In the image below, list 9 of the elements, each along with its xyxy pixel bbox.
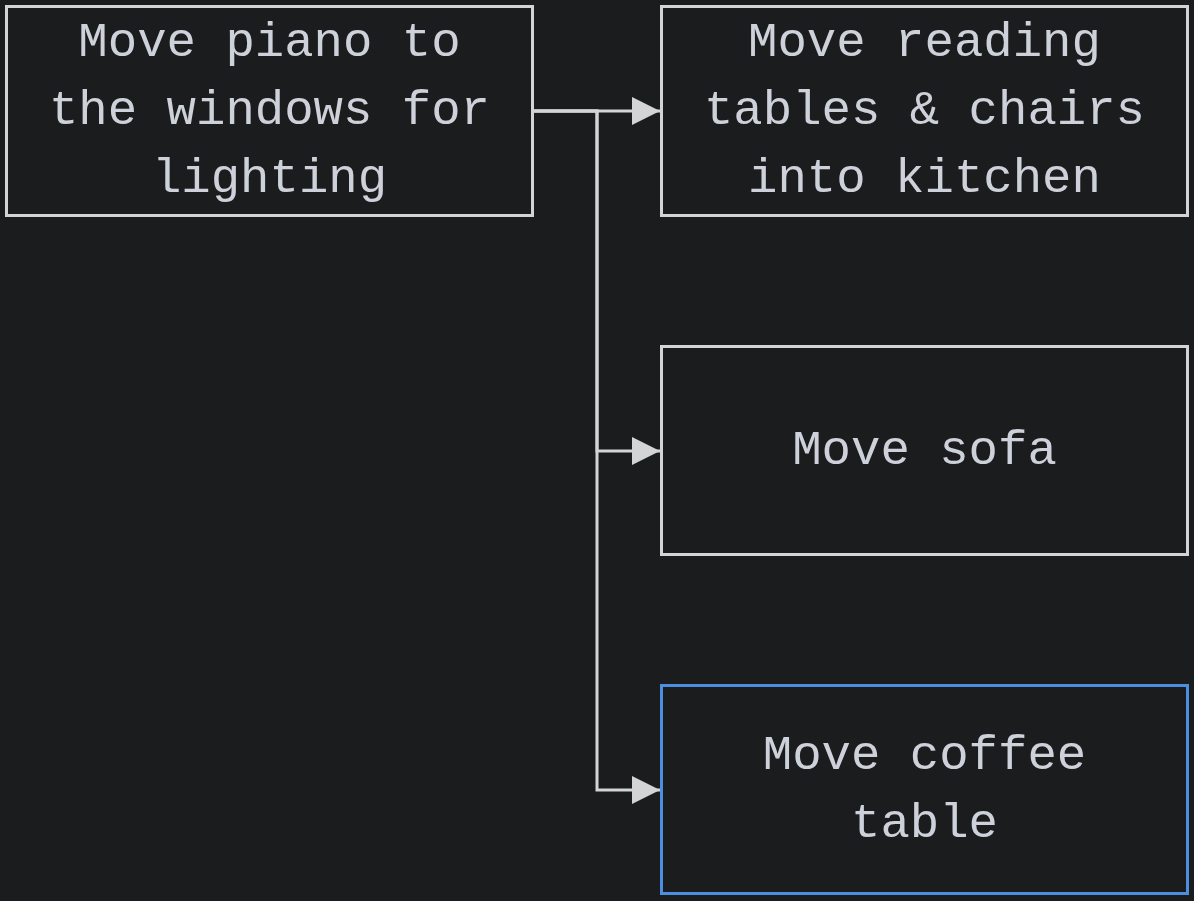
node-label: Move reading tables & chairs into kitchen [702, 14, 1147, 209]
process-box [660, 345, 1189, 556]
node-label: Move sofa [791, 421, 1058, 481]
process-box [5, 5, 534, 217]
node-label: Move piano to the windows for lighting [47, 14, 492, 209]
node-label: Move coffee table [761, 726, 1088, 854]
process-box [660, 5, 1189, 217]
process-box [660, 684, 1189, 895]
arrow [534, 109, 660, 804]
